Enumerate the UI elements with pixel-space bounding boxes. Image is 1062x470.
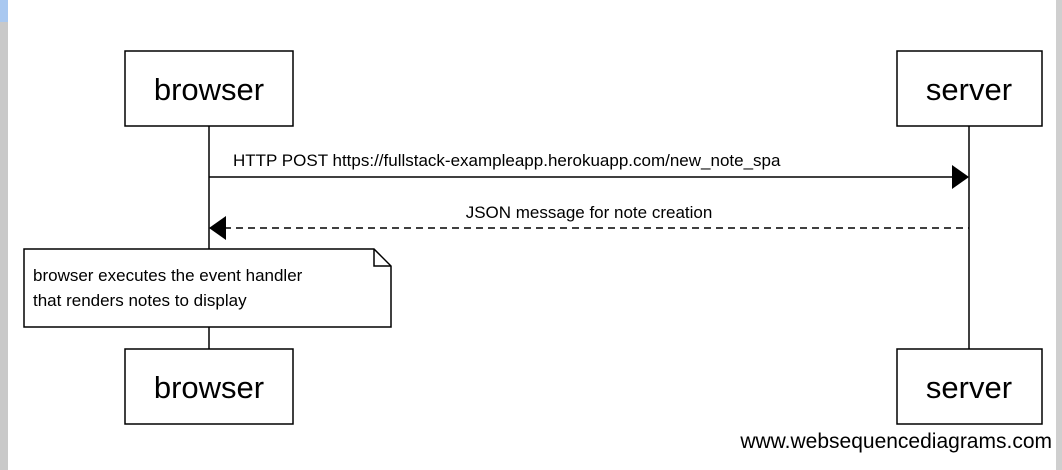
- participant-browser-top-label: browser: [154, 72, 264, 107]
- note-folded-corner: [373, 249, 391, 267]
- note-line-2: that renders notes to display: [33, 291, 247, 310]
- participant-server-top: server: [896, 50, 1043, 127]
- window-right-edge: [1056, 0, 1062, 470]
- window-corner-accent: [0, 0, 8, 22]
- message-http-post: HTTP POST https://fullstack-exampleapp.h…: [209, 151, 969, 189]
- participant-browser-bottom-label: browser: [154, 370, 264, 405]
- message-http-post-label: HTTP POST https://fullstack-exampleapp.h…: [233, 151, 781, 170]
- note-outline: [23, 248, 392, 328]
- note-line-1: browser executes the event handler: [33, 266, 303, 285]
- message-json-response: JSON message for note creation: [209, 203, 969, 240]
- window-left-edge: [0, 0, 8, 470]
- note-box: browser executes the event handler that …: [23, 248, 392, 328]
- participant-server-bottom: server: [896, 348, 1043, 425]
- watermark-text: www.websequencediagrams.com: [739, 430, 1052, 453]
- participant-browser-bottom: browser: [124, 348, 294, 425]
- participant-server-bottom-label: server: [926, 370, 1012, 405]
- message-http-post-arrowhead: [952, 165, 969, 189]
- message-json-response-arrowhead: [209, 216, 226, 240]
- participant-browser-top: browser: [124, 50, 294, 127]
- message-json-response-label: JSON message for note creation: [466, 203, 713, 222]
- participant-server-top-label: server: [926, 72, 1012, 107]
